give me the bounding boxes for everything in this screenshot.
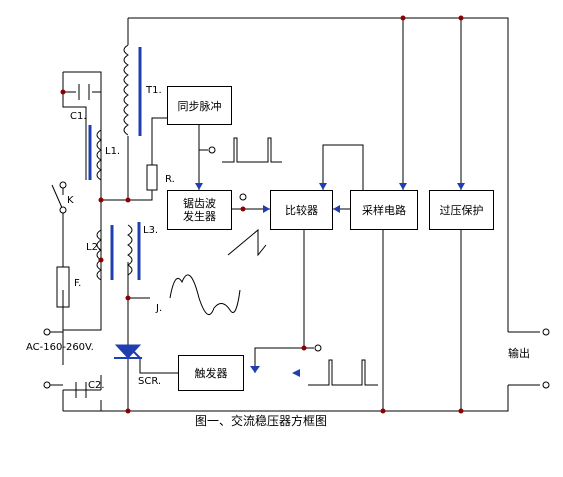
c1-wire <box>63 71 102 92</box>
c1-label: C1. <box>70 111 87 122</box>
overvoltage-protection-block: 过压保护 <box>429 190 494 230</box>
c2-label: C2. <box>88 380 105 391</box>
l2-label: L2. <box>86 242 102 253</box>
j-label: J. <box>156 303 163 314</box>
comparator-block: 比较器 <box>270 190 333 230</box>
l3-label: L3. <box>143 225 159 236</box>
l1-label: L1. <box>105 146 121 157</box>
f-label: F. <box>74 278 82 289</box>
signal-arrows <box>195 183 465 377</box>
sawtooth-generator-label: 锯齿波 发生器 <box>183 196 216 223</box>
junction-dots <box>60 15 464 414</box>
scr-thyristor <box>114 344 142 359</box>
terminals <box>43 146 550 389</box>
scr-label: SCR. <box>138 376 162 387</box>
r-label: R. <box>165 174 175 185</box>
sine-waveform <box>169 274 241 316</box>
resistor-r <box>146 164 158 191</box>
output-label: 输出 <box>508 347 530 360</box>
transformer-t1 <box>123 44 129 136</box>
diagram-caption: 图一、交流稳压器方框图 <box>195 414 328 428</box>
pulse-waveform-bottom <box>308 359 378 386</box>
trigger-block: 触发器 <box>178 355 244 391</box>
pulse-waveform-top <box>222 137 282 163</box>
sync-pulse-block: 同步脉冲 <box>167 86 232 125</box>
sawtooth-waveform <box>227 228 267 257</box>
ac-input-label: AC-160-260V. <box>26 342 94 353</box>
waveforms <box>169 137 378 386</box>
sampling-circuit-label: 采样电路 <box>362 204 406 217</box>
top-bus-wire <box>128 17 509 332</box>
trigger-label: 触发器 <box>194 367 228 380</box>
sampling-circuit-block: 采样电路 <box>350 190 418 230</box>
switch-k <box>51 184 64 211</box>
sync-pulse-label: 同步脉冲 <box>177 99 222 113</box>
t1-label: T1. <box>146 85 162 96</box>
capacitor-c1 <box>78 84 90 100</box>
inductor-l3 <box>127 224 133 276</box>
k-label: K <box>67 195 74 206</box>
inductor-l2 <box>96 229 102 281</box>
inductor-l1 <box>96 129 102 181</box>
capacitor-c2 <box>63 382 101 398</box>
overvoltage-protection-label: 过压保护 <box>439 204 484 217</box>
left-input-wire <box>62 72 87 180</box>
bottom-bus-wire <box>63 385 509 412</box>
sawtooth-generator-block: 锯齿波 发生器 <box>167 190 232 230</box>
comparator-label: 比较器 <box>285 204 318 217</box>
